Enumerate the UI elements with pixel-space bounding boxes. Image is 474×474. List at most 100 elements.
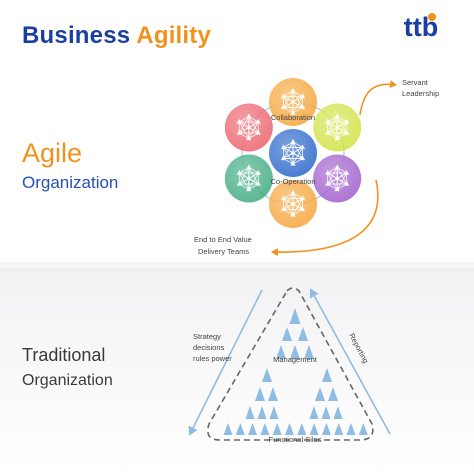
- network-node-icon: [236, 170, 242, 175]
- network-node-icon: [255, 130, 261, 135]
- hierarchy-boundary: [207, 287, 374, 441]
- network-node-icon: [236, 130, 242, 135]
- hierarchy-person-icon: [285, 423, 294, 435]
- node-top: [269, 78, 317, 126]
- network-node-icon: [344, 119, 350, 124]
- title-agility: Agility: [136, 22, 212, 49]
- reporting-note: Reporting: [347, 332, 370, 365]
- hierarchy-person-icon: [321, 406, 331, 419]
- agile-heading: Agile: [22, 138, 83, 168]
- logo-dot: [428, 13, 436, 21]
- network-node-icon: [246, 135, 252, 141]
- page-title: Business Agility: [22, 22, 211, 50]
- agile-node-cluster: [224, 78, 362, 228]
- network-node-icon: [290, 201, 296, 206]
- strategy-note-line2: decisions: [193, 343, 225, 352]
- network-node-icon: [325, 170, 331, 175]
- network-node-icon: [344, 170, 350, 175]
- network-node-icon: [246, 124, 252, 130]
- hierarchy-person-icon: [223, 423, 233, 435]
- network-node-icon: [299, 144, 306, 150]
- network-node-icon: [290, 139, 296, 144]
- title-business: Business: [22, 22, 131, 49]
- hierarchy-person-icon: [304, 345, 314, 359]
- node-center: [269, 129, 317, 177]
- network-node-icon: [325, 181, 331, 186]
- hierarchy-person-icon: [315, 387, 325, 401]
- network-node-icon: [246, 113, 252, 119]
- hierarchy-person-icon: [289, 308, 301, 324]
- hierarchy-person-icon: [262, 368, 272, 382]
- ttb-logo: ttb: [392, 6, 450, 46]
- hierarchy-person-icon: [257, 406, 267, 419]
- reporting-arrow: [309, 288, 391, 435]
- node-upper-right: [313, 103, 362, 152]
- servant-arrow: [359, 80, 397, 116]
- network-node-icon: [280, 104, 287, 110]
- hierarchy-person-icon: [245, 406, 255, 419]
- network-node-icon: [290, 161, 296, 166]
- hierarchy-person-icon: [282, 327, 292, 341]
- network-node-icon: [325, 119, 331, 124]
- functional-silos-label: Functional Silos: [269, 435, 322, 444]
- network-node-icon: [334, 164, 340, 170]
- management-label: Management: [273, 355, 318, 364]
- panel-divider: [0, 262, 474, 272]
- node-upper-left: [224, 103, 273, 152]
- hierarchy-person-icon: [268, 387, 278, 401]
- network-node-icon: [280, 195, 287, 201]
- node-lower-left: [224, 154, 273, 203]
- network-node-icon: [255, 170, 261, 175]
- network-node-icon: [344, 181, 350, 186]
- network-node-icon: [299, 195, 306, 201]
- hierarchy-person-icon: [260, 423, 270, 435]
- network-node-icon: [290, 190, 296, 195]
- hierarchy-person-icon: [272, 423, 282, 435]
- hierarchy-person-icon: [235, 423, 245, 435]
- hierarchy-person-icon: [333, 406, 343, 419]
- teams-arrow: [271, 179, 379, 257]
- hierarchy-person-icon: [328, 387, 338, 401]
- network-node-icon: [280, 206, 287, 212]
- hierarchy-person-icon: [322, 368, 332, 382]
- network-node-icon: [299, 93, 306, 99]
- network-node-icon: [280, 155, 287, 161]
- network-node-icon: [334, 135, 340, 141]
- network-node-icon: [255, 119, 261, 124]
- network-node-icon: [255, 181, 261, 186]
- hierarchy-person-icon: [321, 423, 331, 435]
- traditional-heading: Traditional: [22, 345, 106, 365]
- network-node-icon: [246, 164, 252, 170]
- hierarchy-person-icon: [358, 423, 368, 435]
- network-node-icon: [236, 181, 242, 186]
- hierarchy-person-icon: [297, 423, 307, 435]
- hierarchy-person-icon: [269, 406, 279, 419]
- network-node-icon: [290, 212, 296, 217]
- network-node-icon: [236, 119, 242, 124]
- network-node-icon: [290, 88, 296, 93]
- hierarchy-pyramid: [223, 308, 368, 435]
- hierarchy-person-icon: [248, 423, 258, 435]
- network-node-icon: [246, 186, 252, 192]
- hierarchy-person-icon: [309, 423, 319, 435]
- collaboration-label: Collaboration: [271, 113, 315, 122]
- network-node-icon: [246, 175, 252, 181]
- network-node-icon: [280, 144, 287, 150]
- strategy-note-line3: rules power: [193, 354, 232, 363]
- strategy-note-line1: Strategy: [193, 332, 221, 341]
- co-operation-label: Co-Operation: [270, 177, 315, 186]
- node-lower-right: [313, 154, 362, 203]
- network-node-icon: [290, 99, 296, 104]
- node-bottom: [269, 180, 317, 228]
- network-node-icon: [290, 110, 296, 115]
- agile-subheading: Organization: [22, 173, 119, 192]
- network-node-icon: [325, 130, 331, 135]
- strategy-arrow: [188, 289, 263, 436]
- hierarchy-person-icon: [334, 423, 344, 435]
- network-node-icon: [334, 175, 340, 181]
- hierarchy-person-icon: [298, 327, 308, 341]
- hierarchy-person-icon: [276, 345, 286, 359]
- servant-label-line2: Leadership: [402, 89, 439, 98]
